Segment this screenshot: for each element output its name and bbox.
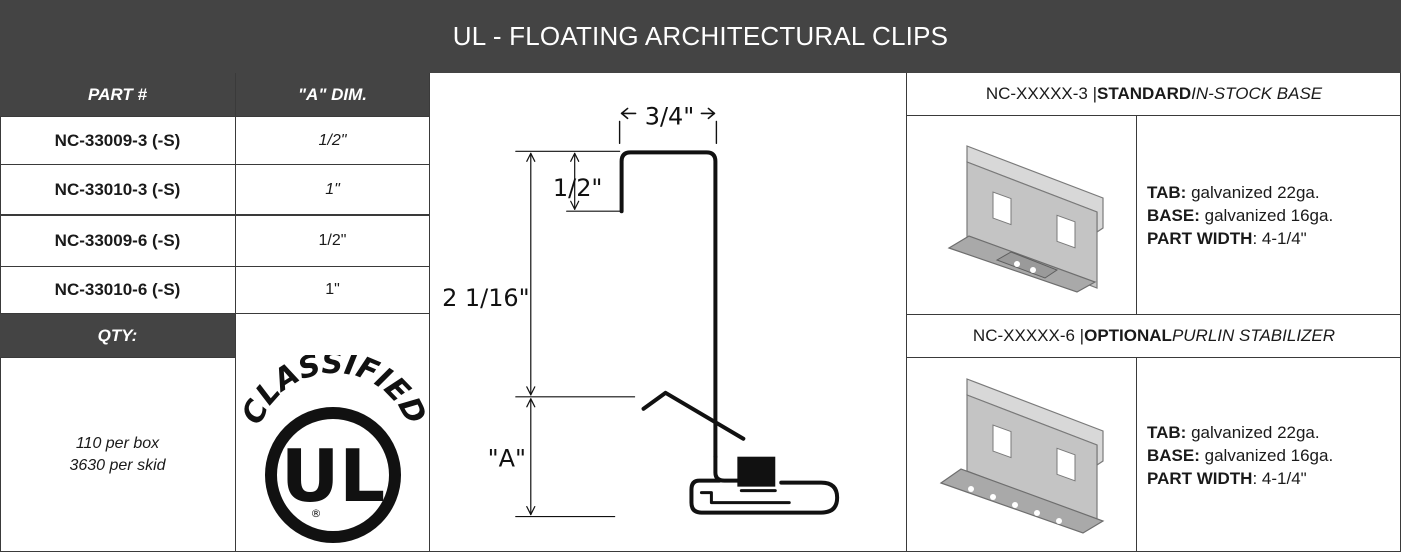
spec-width: PART WIDTH: 4-1/4" [1147,468,1307,488]
ul-letters: UL [281,434,385,518]
spec-width: PART WIDTH: 4-1/4" [1147,228,1307,248]
table-row-part: NC-33010-3 (-S) [0,165,236,215]
dim-label-a: "A" [488,445,526,473]
option-code: NC-XXXXX-3 | [985,84,1098,103]
option-type: STANDARD [1097,84,1192,103]
qty-values: 110 per box 3630 per skid [0,358,236,552]
clip-profile-drawing: 3/4" 1/2" 2 1/16" "A" [442,73,907,552]
qty-header: QTY: [0,314,236,358]
ul-registered-mark: ® [311,507,322,520]
option-code: NC-XXXXX-6 | [972,326,1085,345]
dim-label-total: 2 1/16" [442,284,530,312]
clip-standard-icon [947,144,1104,293]
table-row-part: NC-33009-6 (-S) [0,215,236,267]
col-header-dim: "A" DIM. [236,73,430,117]
spec-list-optional: TAB: galvanized 22ga. BASE: galvanized 1… [1137,358,1401,552]
table-row-part: NC-33010-6 (-S) [0,267,236,314]
page-title: UL - FLOATING ARCHITECTURAL CLIPS [0,0,1401,73]
dim-label-top: 3/4" [645,102,695,130]
clip-optional-icon [939,378,1104,534]
col-header-part: PART # [0,73,236,117]
table-row-dim: 1" [236,267,430,314]
option-type: OPTIONAL [1084,326,1172,345]
spec-tab: TAB: galvanized 22ga. [1147,182,1320,202]
table-row-dim: 1/2" [236,117,430,165]
table-row-dim: 1/2" [236,215,430,267]
table-row-part: NC-33009-3 (-S) [0,117,236,165]
table-row-dim: 1" [236,165,430,215]
option-desc: IN-STOCK BASE [1191,84,1323,103]
option-header-optional: NC-XXXXX-6 | OPTIONAL PURLIN STABILIZER [907,315,1401,358]
spec-tab: TAB: galvanized 22ga. [1147,422,1320,442]
spec-base: BASE: galvanized 16ga. [1147,445,1334,465]
spec-base: BASE: galvanized 16ga. [1147,205,1334,225]
option-desc: PURLIN STABILIZER [1171,326,1336,345]
ul-classified-logo: CLASSIFIED UL ® [236,355,430,543]
qty-per-skid: 3630 per skid [69,457,166,474]
option-header-standard: NC-XXXXX-3 | STANDARD IN-STOCK BASE [907,73,1401,116]
qty-per-box: 110 per box [75,435,160,452]
clip-photo-optional [907,358,1137,552]
ul-logo-cell [236,314,430,552]
dim-label-short: 1/2" [553,174,603,202]
clip-photo-standard [907,116,1137,315]
ul-ring [265,407,401,543]
spec-list-standard: TAB: galvanized 22ga. BASE: galvanized 1… [1137,116,1401,315]
